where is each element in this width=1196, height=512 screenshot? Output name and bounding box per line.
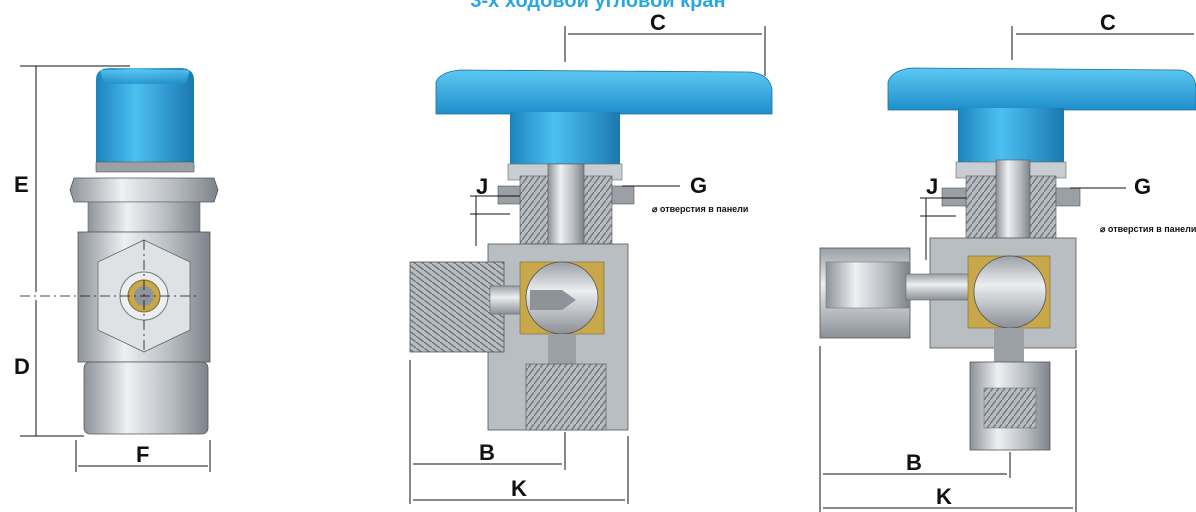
section-view-middle [409,26,773,504]
section-view-right [819,26,1196,512]
diagram-title: 3-х ходовой угловой кран [470,0,726,12]
dim-label-c: C [650,10,666,35]
bottom-port [83,361,209,435]
bottom-port-thread [525,363,607,431]
dim-label-b: B [479,440,495,465]
side-port-thread [409,261,505,353]
dim-label-b-right: B [906,450,922,475]
ball-right [973,255,1047,329]
handle-bar [435,69,773,115]
dim-label-g: G [690,173,707,198]
dim-label-j-right: J [926,174,938,199]
handle-hub [510,112,620,164]
handle-knob [96,68,194,162]
dim-label-c-right: C [1100,10,1116,35]
dim-label-k: K [511,476,527,501]
handle-bar-right [887,67,1196,111]
dim-label-k-right: K [936,484,952,509]
front-view [20,65,219,472]
dim-label-f: F [136,442,149,467]
panel-hole-note-right: ⌀ отверстия в панели [1100,224,1196,234]
dim-label-g-right: G [1134,174,1151,199]
dim-label-d: D [14,354,30,379]
handle-hub-right [958,108,1064,164]
panel-hole-note: ⌀ отверстия в панели [652,204,748,214]
dim-label-e: E [14,172,29,197]
panel-nut [69,177,219,203]
dim-label-j: J [476,174,488,199]
